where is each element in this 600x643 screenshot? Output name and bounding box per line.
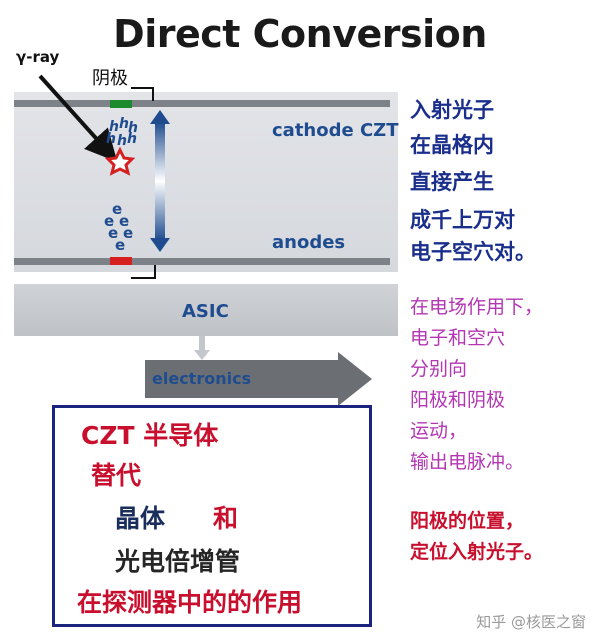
cathode-electrode (110, 100, 132, 108)
electron-particle: e (115, 236, 126, 254)
hole-particle: h (128, 120, 138, 136)
note-blue-line: 电子空穴对。 (410, 240, 536, 264)
gamma-ray-arrow (38, 74, 118, 162)
note-purple-line: 阳极和阴极 (410, 389, 506, 411)
hole-particle: h (106, 131, 116, 147)
anode-lead-h (131, 277, 155, 279)
note-blue-line: 在晶格内 (410, 133, 494, 157)
cathode-lead-h (131, 87, 153, 89)
cathode-label-cn: 阴极 (92, 68, 128, 89)
watermark: 知乎 @核医之窗 (476, 613, 586, 631)
box-line-crystal: 晶体 (115, 504, 166, 533)
cathode-czt-label: cathode CZT (272, 120, 399, 141)
anode-rail (14, 258, 390, 265)
electron-particle: e (123, 224, 134, 242)
hole-particle: h (127, 131, 137, 147)
note-purple-line: 电子和空穴 (410, 327, 506, 349)
diagram-title: Direct Conversion (113, 12, 487, 56)
hole-particle: h (119, 116, 129, 132)
detector-graphics (38, 74, 372, 406)
field-arrow-up-icon (150, 110, 170, 124)
asic-label: ASIC (182, 301, 229, 322)
czt-detector (14, 92, 398, 272)
electric-field-bar (155, 122, 165, 240)
note-blue-line: 直接产生 (410, 170, 494, 194)
note-blue-line: 入射光子 (410, 98, 494, 122)
hole-particle: h (109, 119, 119, 135)
electron-particle: e (112, 200, 123, 218)
cathode-lead-v (152, 87, 154, 101)
gamma-ray-label: γ-ray (16, 48, 60, 66)
box-line-role: 在探测器中的的作用 (77, 588, 303, 617)
connector-arrow-icon (194, 350, 210, 360)
electron-particle: e (119, 212, 130, 230)
electronics-arrow (145, 352, 372, 406)
electron-particle: e (108, 224, 119, 242)
note-purple-line: 运动， (410, 420, 468, 442)
note-red-line: 定位入射光子。 (410, 541, 544, 563)
summary-box: CZT 半导体 替代 晶体 和 光电倍增管 在探测器中的的作用 (52, 405, 372, 627)
cathode-rail (14, 100, 390, 107)
anode-lead-v (154, 265, 156, 279)
box-line-and: 和 (213, 504, 239, 533)
note-red-line: 阳极的位置， (410, 510, 525, 532)
electronics-label: electronics (152, 369, 252, 388)
interaction-star-icon (104, 146, 136, 176)
note-purple-line: 在电场作用下， (410, 296, 544, 318)
anodes-label: anodes (272, 232, 346, 253)
box-line-pmt: 光电倍增管 (115, 547, 241, 576)
note-purple-line: 分别向 (410, 358, 468, 380)
hole-particle: h (117, 133, 127, 149)
asic-block (14, 284, 398, 336)
note-blue-line: 成千上万对 (410, 208, 515, 232)
electron-particle: e (104, 212, 115, 230)
box-line-czt: CZT 半导体 (81, 421, 219, 450)
box-line-replace: 替代 (91, 461, 142, 490)
field-arrow-down-icon (150, 238, 170, 252)
anode-electrode (110, 257, 132, 265)
note-purple-line: 输出电脉冲。 (410, 451, 525, 473)
